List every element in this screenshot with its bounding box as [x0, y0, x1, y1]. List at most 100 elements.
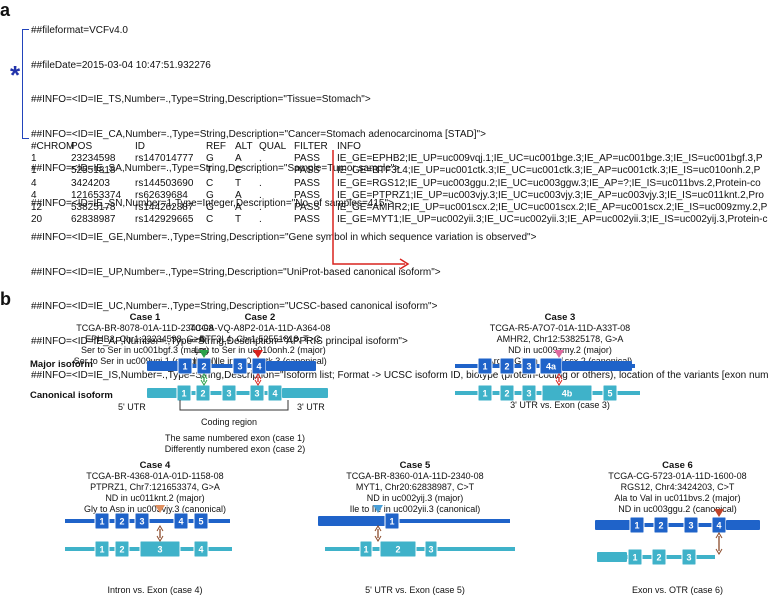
exon-major-5 [193, 512, 209, 530]
coding-region-bracket [179, 400, 289, 411]
exon-major-3 [521, 357, 537, 375]
exon-major-1-label: 1 [99, 517, 104, 527]
exon-major-1 [384, 512, 400, 530]
case1-block: Case 1 TCGA-BR-8078-01A-11D-2340-08 EPHB… [70, 312, 220, 367]
vcf-header-line: ##INFO=<ID=IE_UC,Number=.,Type=String,De… [31, 301, 438, 312]
vcf-header-block: ##fileformat=VCFv4.0 ##fileDate=2015-03-… [31, 2, 768, 393]
exon-major-1 [629, 516, 645, 534]
exon-major-2 [653, 516, 669, 534]
cell-info: IE_GE=MYT1;IE_UP=uc002yii.3;IE_UC=uc002y… [337, 214, 768, 226]
case5-title: Case 5 [399, 460, 431, 471]
cell-id: rs144262887 [135, 201, 194, 213]
vcf-header-line: ##INFO=<ID=IE_TS,Number=.,Type=String,De… [31, 94, 371, 105]
cell-info: IE_GE=AMHR2;IE_UP=uc001scx.2;IE_UC=uc001… [337, 201, 768, 213]
exon-canonical-1 [477, 384, 493, 402]
info-arrow [332, 150, 405, 265]
mapping-arrow-green-head-down [200, 379, 208, 386]
exon-canonical-2 [114, 540, 130, 558]
cell-pos: 52551818 [71, 165, 116, 177]
cell-chrom: 12 [31, 201, 43, 213]
cell-qual: . [259, 201, 262, 213]
canonical-isoform-label: Canonical isoform [30, 390, 113, 401]
cell-info: IE_GE=EPHB2;IE_UP=uc009vqj.1;IE_UC=uc001… [337, 153, 763, 165]
vcf-header-line: ##INFO=<ID=IE_AP,Number=.,Type=String,De… [31, 335, 408, 347]
col-ref: REF [206, 141, 226, 152]
exon-canonical-2-label: 2 [200, 389, 205, 399]
case1-major: Ser to Ser in uc001bgf.3 (major) [80, 345, 210, 355]
major-intron-line [318, 519, 510, 523]
case5-major: ND in uc002yij.3 (major) [366, 493, 464, 503]
cell-alt: A [235, 153, 242, 165]
mapping-arrow-brown-head-up [715, 532, 723, 539]
exon-major-1 [177, 357, 193, 375]
cell-id: rs142929665 [135, 214, 194, 226]
exon-major-2-label: 2 [504, 362, 509, 372]
case6-block: Case 6 TCGA-CG-5723-01A-11D-1600-08 RGS1… [595, 460, 760, 515]
caption-case3: 3' UTR vs. Exon (case 3) [510, 400, 610, 410]
caption-case1: The same numbered exon (case 1) [164, 433, 306, 443]
utr5-label: 5' UTR [118, 402, 146, 412]
cell-qual: . [259, 189, 262, 201]
exon-canonical-3a-label: 3 [226, 389, 231, 399]
exon-major-4-label: 4 [716, 521, 721, 531]
major-intron-line [147, 364, 315, 368]
exon-major-4-label: 4 [256, 362, 261, 372]
exon-canonical-3a [221, 384, 237, 402]
vcf-header-line: ##INFO=<ID=IE_GE,Number=.,Type=String,De… [31, 232, 537, 243]
cell-info: IE_GE=BTF3L4;IE_UP=uc001ctk.3;IE_UC=uc00… [337, 165, 761, 177]
col-chrom: #CHROM [31, 141, 75, 152]
cell-qual: . [259, 165, 262, 177]
cell-filter: PASS [294, 177, 320, 189]
exon-canonical-3 [424, 540, 438, 558]
exon-major-3 [683, 516, 699, 534]
exon-canonical-3b [249, 384, 265, 402]
cell-chrom: 4 [31, 189, 37, 201]
exon-canonical-2 [379, 540, 417, 558]
major-utr-5 [318, 516, 388, 526]
case1-sample: TCGA-BR-8078-01A-11D-2340-08 [76, 323, 214, 333]
vcf-header-line: ##INFO=<ID=IE_IS,Number=.,Type=String,De… [31, 370, 769, 381]
cell-alt: A [235, 189, 242, 201]
exon-canonical-3-label: 3 [526, 389, 531, 399]
exon-major-3-label: 3 [139, 517, 144, 527]
canonical-utr-5 [597, 552, 627, 562]
utr3-label: 3' UTR [297, 402, 325, 412]
cell-pos: 121653374 [71, 189, 122, 201]
exon-canonical-1 [627, 548, 643, 566]
cell-id: rs144503690 [135, 177, 194, 189]
asterisk-marker: * [10, 60, 21, 90]
case4-block: Case 4 TCGA-BR-4368-01A-01D-1158-08 PTPR… [75, 460, 235, 515]
exon-canonical-3 [681, 548, 697, 566]
vcf-table: #CHROM POS ID REF ALT QUAL FILTER INFO 1… [31, 141, 768, 226]
mapping-arrow-red-head-down [555, 379, 563, 386]
vcf-header-line: ##INFO=<ID=IE_SA,Number=.,Type=String,De… [31, 163, 401, 174]
cell-ref: G [206, 189, 214, 201]
major-utr-3 [266, 361, 316, 371]
exon-major-4 [173, 512, 189, 530]
case1-title: Case 1 [129, 312, 161, 323]
major-utr-5 [595, 520, 630, 530]
major-isoform-label: Major isoform [30, 359, 93, 370]
cell-qual: . [259, 214, 262, 226]
exon-canonical-3b-label: 3 [254, 389, 259, 399]
cell-info: IE_GE=PTPRZ1;IE_UP=uc003vjy.3;IE_UC=uc00… [337, 189, 764, 201]
exon-canonical-2 [499, 384, 515, 402]
cell-qual: . [259, 153, 262, 165]
case6-canonical: ND in uc003ggu.2 (canonical) [618, 504, 737, 514]
cell-alt: T [235, 177, 242, 189]
exon-major-3-label: 3 [526, 362, 531, 372]
case6-major: Ala to Val in uc011bvs.2 (major) [614, 493, 741, 503]
info-arrow-head [399, 258, 410, 270]
exon-canonical-1-label: 1 [363, 545, 368, 555]
case6-sample: TCGA-CG-5723-01A-11D-1600-08 [608, 471, 747, 481]
vcf-header-line: ##INFO=<ID=IE_UP,Number=.,Type=String,De… [31, 266, 441, 278]
cell-alt: T [235, 214, 242, 226]
mapping-arrow-brown-head-down [156, 535, 164, 542]
cell-chrom: 1 [31, 165, 37, 177]
